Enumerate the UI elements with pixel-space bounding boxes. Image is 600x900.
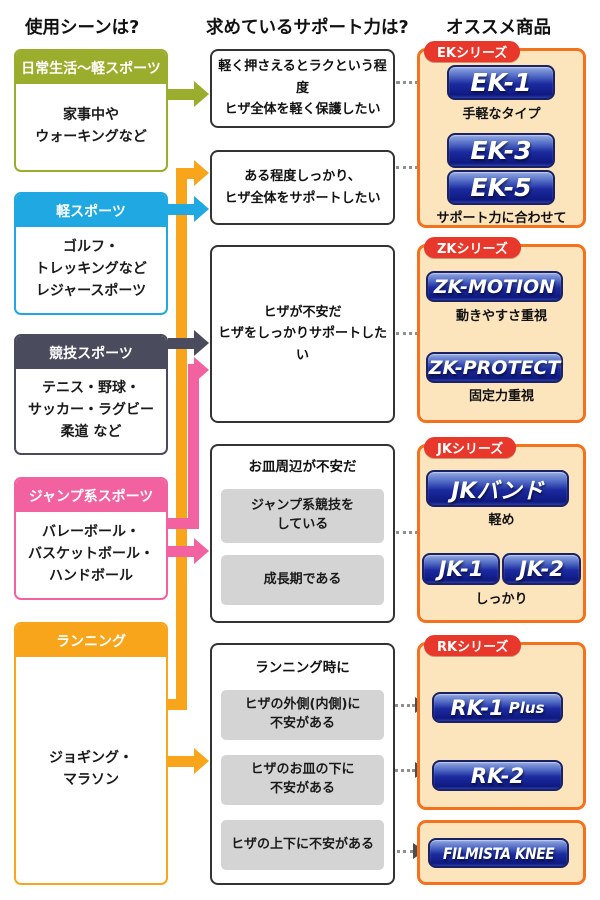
series-badge-rk: RKシリーズ <box>424 635 522 656</box>
scene-examples: テニス・野球・ サッカー・ラグビー 柔道 など <box>28 380 154 440</box>
product-caption-ek-1: 手軽なタイプ <box>462 107 541 122</box>
scene-box-running: ランニング ジョギング・ マラソン <box>14 622 168 885</box>
dotted-arrow-to-rk1 <box>384 704 415 707</box>
support-box-kneecap-concern: お皿周辺が不安だ ジャンプ系競技を している 成長期である <box>210 444 395 623</box>
product-button-filmista-knee[interactable]: FILMISTA KNEE <box>428 838 569 868</box>
series-badge-jk: JKシリーズ <box>424 437 517 458</box>
scene-box-jump-sports: ジャンプ系スポーツ バレーボール・ バスケットボール・ ハンドボール <box>14 477 168 600</box>
product-label-filmista-knee: FILMISTA KNEE <box>442 843 555 863</box>
scene-header: 軽スポーツ <box>16 194 166 227</box>
product-caption-zk-motion: 動きやすさ重視 <box>455 309 547 324</box>
product-caption-jk-band: 軽め <box>488 513 515 528</box>
arrow-running-up-top-segment <box>176 168 194 179</box>
series-box-filmista: FILMISTA KNEE <box>417 820 586 885</box>
dotted-arrow-to-jk <box>396 531 424 534</box>
dotted-arrow-to-zk <box>396 332 424 335</box>
col-title-support-level: 求めているサポート力は? <box>206 18 409 38</box>
series-badge-zk: ZKシリーズ <box>424 237 521 258</box>
scene-examples: バレーボール・ バスケットボール・ ハンドボール <box>28 524 154 584</box>
scene-examples: 家事中や ウォーキングなど <box>35 107 147 145</box>
product-button-jk-band[interactable]: JKバンド <box>426 470 569 507</box>
product-button-ek-3[interactable]: EK-3 <box>447 133 555 168</box>
arrow-running-head <box>194 748 209 774</box>
arrow-competitive-shaft <box>168 338 196 349</box>
dotted-arrow-to-filmista <box>384 850 413 853</box>
dotted-arrow-to-ek35-stem <box>396 166 418 169</box>
product-label-rk-1: RK-1 <box>450 695 504 720</box>
option-outer-inner-knee: ヒザの外側(内側)に 不安がある <box>221 690 384 740</box>
product-caption-jk-12: しっかり <box>475 592 528 607</box>
product-label-rk-1-suffix: Plus <box>508 698 545 717</box>
scene-header: 日常生活〜軽スポーツ <box>16 51 166 84</box>
arrow-daily-head <box>194 81 209 107</box>
scene-examples: ジョギング・ マラソン <box>49 750 133 788</box>
arrow-running-up-vertical <box>176 168 187 710</box>
arrow-jump-head <box>194 538 209 564</box>
dotted-arrow-to-ek1 <box>396 81 432 84</box>
product-button-ek-1[interactable]: EK-1 <box>447 65 555 100</box>
arrow-light-sports-head <box>194 196 209 222</box>
product-caption-ek-35: サポート力に合わせて <box>436 211 567 226</box>
scene-header: 競技スポーツ <box>16 336 166 369</box>
scene-header: ジャンプ系スポーツ <box>16 479 166 512</box>
support-box-light-protection: 軽く押さえるとラクという程度 ヒザ全体を軽く保護したい <box>210 49 395 128</box>
support-box-moderate-support: ある程度しっかり、 ヒザ全体をサポートしたい <box>210 150 395 225</box>
arrow-running-up-bottom-segment <box>168 699 187 710</box>
arrow-light-sports-shaft <box>168 204 196 215</box>
arrow-jump-up-head <box>194 357 209 383</box>
series-box-zk: ZKシリーズ ZK-MOTION 動きやすさ重視 ZK-PROTECT 固定力重… <box>417 237 586 423</box>
support-title: お皿周辺が不安だ <box>248 459 357 475</box>
arrow-daily-shaft <box>168 89 196 100</box>
option-above-below-knee: ヒザの上下に不安がある <box>221 820 384 870</box>
option-below-kneecap: ヒザのお皿の下に 不安がある <box>221 755 384 805</box>
support-title: ランニング時に <box>255 660 350 676</box>
arrow-jump-up-bottom-segment <box>168 518 199 529</box>
support-text: 軽く押さえるとラクという程度 ヒザ全体を軽く保護したい <box>218 59 387 118</box>
scene-examples: ゴルフ・ トレッキングなど レジャースポーツ <box>35 239 147 299</box>
scene-box-competitive-sports: 競技スポーツ テニス・野球・ サッカー・ラグビー 柔道 など <box>14 334 168 455</box>
arrow-jump-up-vertical <box>188 364 199 529</box>
product-button-jk-1[interactable]: JK-1 <box>422 553 500 585</box>
product-button-zk-motion[interactable]: ZK-MOTION <box>426 271 563 302</box>
support-text: ある程度しっかり、 ヒザ全体をサポートしたい <box>224 169 381 206</box>
arrow-running-up-head <box>194 160 209 186</box>
scene-box-daily-to-light-sports: 日常生活〜軽スポーツ 家事中や ウォーキングなど <box>14 49 168 172</box>
scene-box-light-sports: 軽スポーツ ゴルフ・ トレッキングなど レジャースポーツ <box>14 192 168 315</box>
scene-header: ランニング <box>16 624 166 657</box>
series-box-ek: EKシリーズ EK-1 手軽なタイプ EK-3 EK-5 サポート力に合わせて <box>417 41 586 228</box>
arrow-competitive-head <box>194 330 209 356</box>
series-badge-ek: EKシリーズ <box>424 41 521 62</box>
product-button-rk-2[interactable]: RK-2 <box>432 760 563 791</box>
option-jump-sports: ジャンプ系競技を している <box>221 489 384 543</box>
series-box-jk: JKシリーズ JKバンド 軽め JK-1 JK-2 しっかり <box>417 437 586 623</box>
support-text: ヒザが不安だ ヒザをしっかりサポートしたい <box>217 304 387 363</box>
arrow-running-shaft <box>168 756 196 767</box>
product-button-ek-5[interactable]: EK-5 <box>447 170 555 205</box>
support-box-firm-support: ヒザが不安だ ヒザをしっかりサポートしたい <box>210 245 395 423</box>
arrow-jump-shaft <box>168 546 196 557</box>
product-caption-zk-protect: 固定力重視 <box>468 389 534 404</box>
support-box-running-concern: ランニング時に ヒザの外側(内側)に 不安がある ヒザのお皿の下に 不安がある … <box>210 643 395 885</box>
product-button-zk-protect[interactable]: ZK-PROTECT <box>426 352 563 383</box>
col-title-recommended-products: オススメ商品 <box>446 18 551 38</box>
dotted-arrow-to-rk2 <box>384 769 415 772</box>
product-button-jk-2[interactable]: JK-2 <box>502 553 581 585</box>
option-growth-period: 成長期である <box>221 555 384 605</box>
col-title-usage-scene: 使用シーンは? <box>25 18 140 38</box>
